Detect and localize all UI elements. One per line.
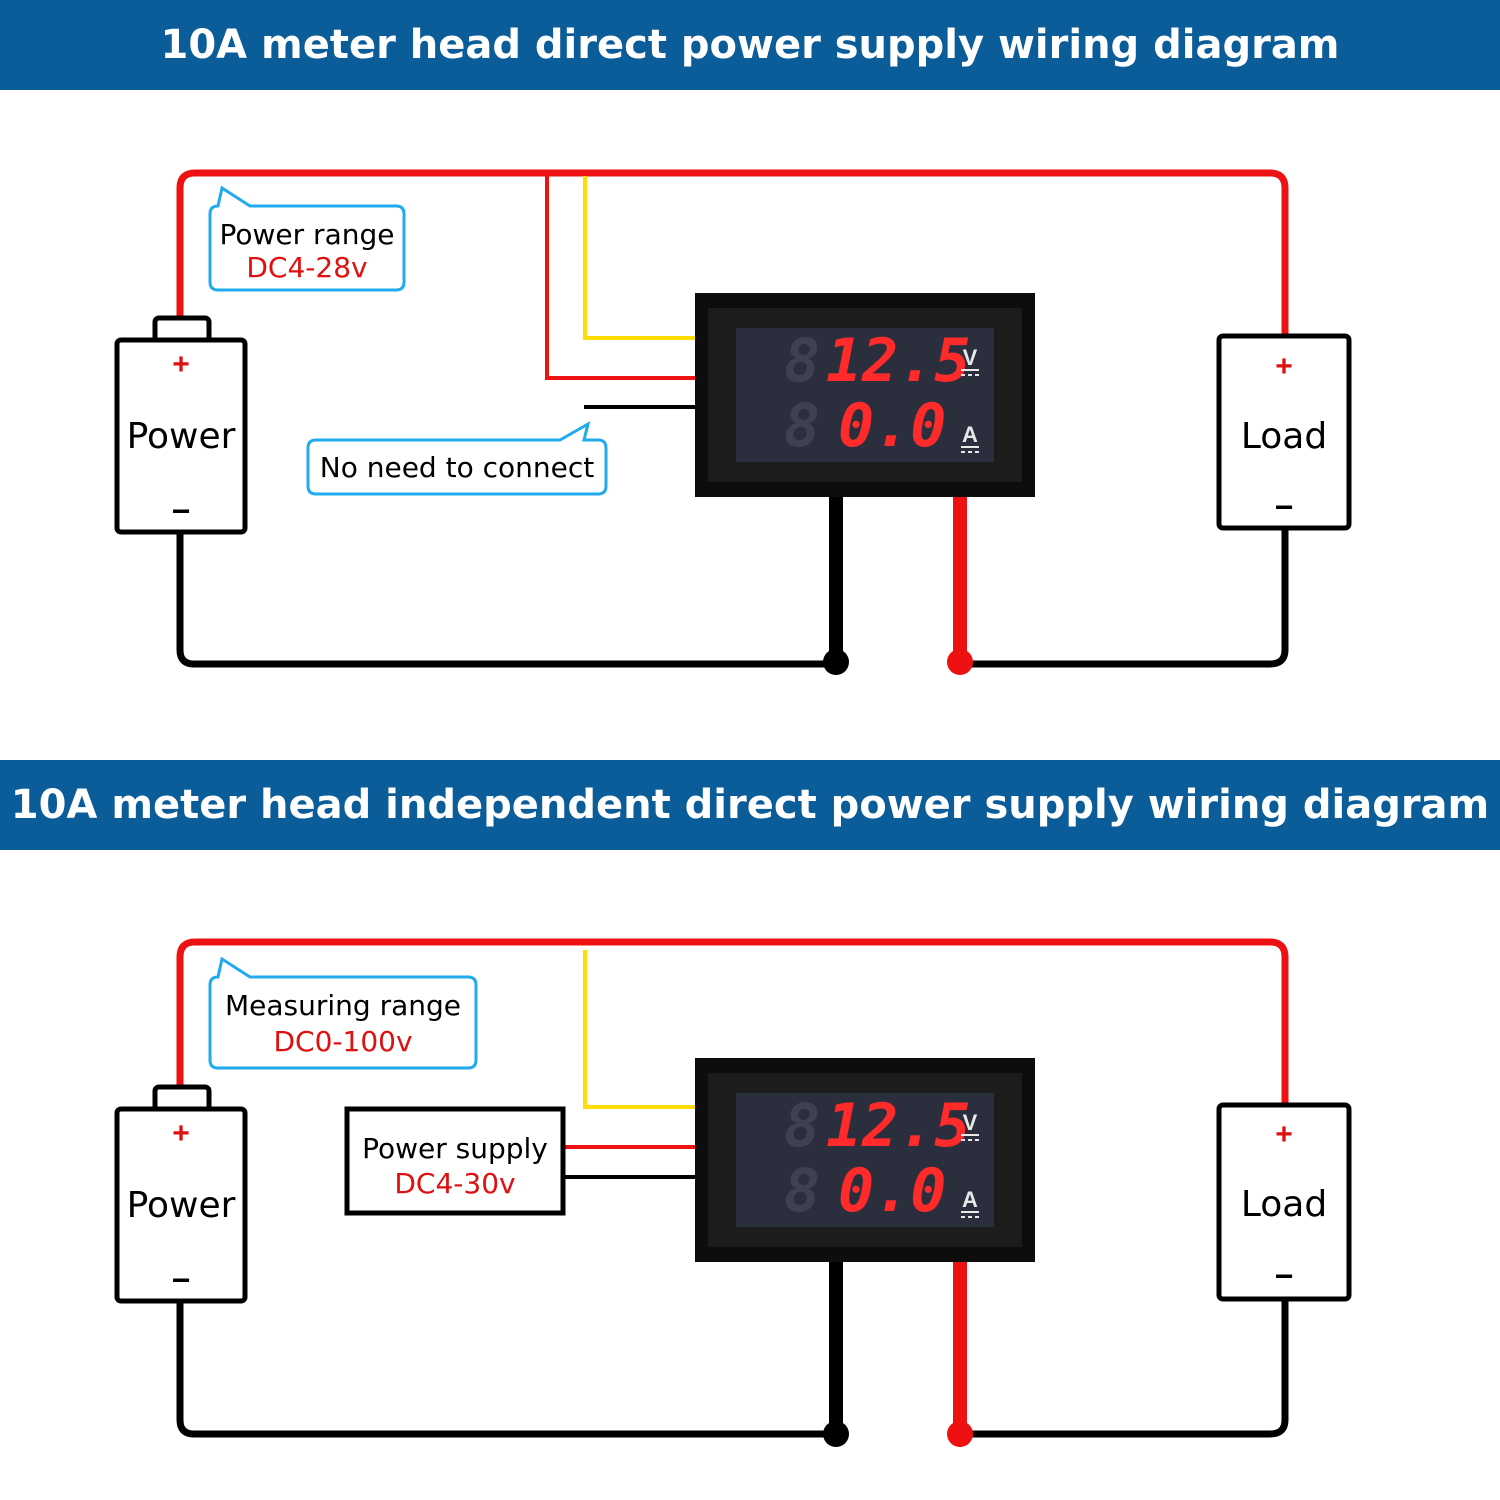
- d1-meter-ghost-digit-2: 8: [784, 391, 820, 461]
- d2-meter-voltage: 12.5: [826, 1091, 971, 1161]
- d2-meter-yellow-lead: [583, 950, 695, 1109]
- d2-load-box: + Load −: [1216, 1102, 1352, 1302]
- d2-load-minus: −: [1275, 1258, 1294, 1294]
- d2-red-junction: [947, 1421, 973, 1447]
- d2-power-label: Power: [127, 1185, 236, 1226]
- d2-power-supply-label: Power supply: [362, 1132, 548, 1165]
- d1-load-minus: −: [1275, 489, 1294, 525]
- d1-meter-ghost-digit-1: 8: [784, 326, 820, 396]
- diagram1-title-banner: 10A meter head direct power supply wirin…: [0, 0, 1500, 90]
- d2-meter-unit-a: A: [962, 1187, 978, 1212]
- d2-power-battery: + Power −: [114, 1084, 248, 1304]
- d1-no-connect-callout: No need to connect: [306, 420, 608, 496]
- d2-load-label: Load: [1241, 1184, 1327, 1225]
- diagram1-title: 10A meter head direct power supply wirin…: [160, 22, 1340, 68]
- d1-no-connect-text: No need to connect: [320, 451, 594, 484]
- d1-meter-unit-a: A: [962, 422, 978, 447]
- d2-measuring-range-callout: Measuring range DC0-100v: [208, 956, 478, 1070]
- d2-meter-ghost-digit-2: 8: [784, 1156, 820, 1226]
- d2-load-plus: +: [1275, 1118, 1293, 1151]
- diagram2-title: 10A meter head independent direct power …: [10, 782, 1490, 828]
- d1-power-minus: −: [172, 493, 191, 529]
- d1-black-junction: [823, 649, 849, 675]
- d2-meter-dc-symbol-a: [961, 1211, 979, 1218]
- diagram2: + Power − + Load − Measuring range DC0-1…: [114, 938, 1352, 1447]
- d1-meter: 8 8 12.5 0.0 V A: [695, 293, 1035, 497]
- d2-black-junction: [823, 1421, 849, 1447]
- diagram2-title-banner: 10A meter head independent direct power …: [0, 760, 1500, 850]
- d2-top-red-wire: [176, 938, 1289, 1105]
- d2-bottom-black-wire: [176, 1301, 836, 1438]
- d1-load-box: + Load −: [1216, 333, 1352, 531]
- d1-power-label: Power: [127, 416, 236, 457]
- d1-meter-current: 0.0: [838, 391, 946, 461]
- d1-power-range-value: DC4-28v: [246, 251, 367, 284]
- d2-meter-ghost-digit-1: 8: [784, 1091, 820, 1161]
- d1-meter-voltage: 12.5: [826, 326, 971, 396]
- d2-meter-dc-symbol-v: [961, 1134, 979, 1141]
- d1-power-battery: + Power −: [114, 315, 248, 535]
- d2-meter: 8 8 12.5 0.0 V A: [695, 1058, 1035, 1262]
- d1-power-range-callout: Power range DC4-28v: [208, 185, 406, 292]
- d2-bottom-red-wire: [960, 1299, 1289, 1438]
- d1-bottom-red-wire: [960, 528, 1289, 668]
- d2-meter-current: 0.0: [838, 1156, 946, 1226]
- d2-power-supply-value: DC4-30v: [394, 1167, 515, 1200]
- d1-meter-dc-symbol-v: [961, 369, 979, 376]
- d1-meter-yellow-lead: [583, 176, 695, 340]
- d1-top-red-wire: [176, 169, 1289, 335]
- d1-power-range-label: Power range: [220, 218, 395, 251]
- d1-meter-dc-symbol-a: [961, 446, 979, 453]
- d1-load-label: Load: [1241, 416, 1327, 457]
- d2-power-supply-box: Power supply DC4-30v: [344, 1106, 566, 1216]
- diagram1: + Power − + Load − Power range DC4-28v N…: [114, 169, 1352, 675]
- d2-measuring-range-label: Measuring range: [225, 989, 461, 1022]
- d1-load-plus: +: [1275, 350, 1293, 383]
- d2-power-plus: +: [172, 1117, 190, 1150]
- d1-meter-unit-v: V: [963, 345, 978, 370]
- d2-measuring-range-value: DC0-100v: [273, 1025, 412, 1058]
- d1-red-junction: [947, 649, 973, 675]
- d1-meter-red-lead: [545, 173, 695, 380]
- d1-power-plus: +: [172, 348, 190, 381]
- d2-meter-unit-v: V: [963, 1110, 978, 1135]
- d2-power-minus: −: [172, 1262, 191, 1298]
- d1-bottom-black-wire: [176, 532, 836, 668]
